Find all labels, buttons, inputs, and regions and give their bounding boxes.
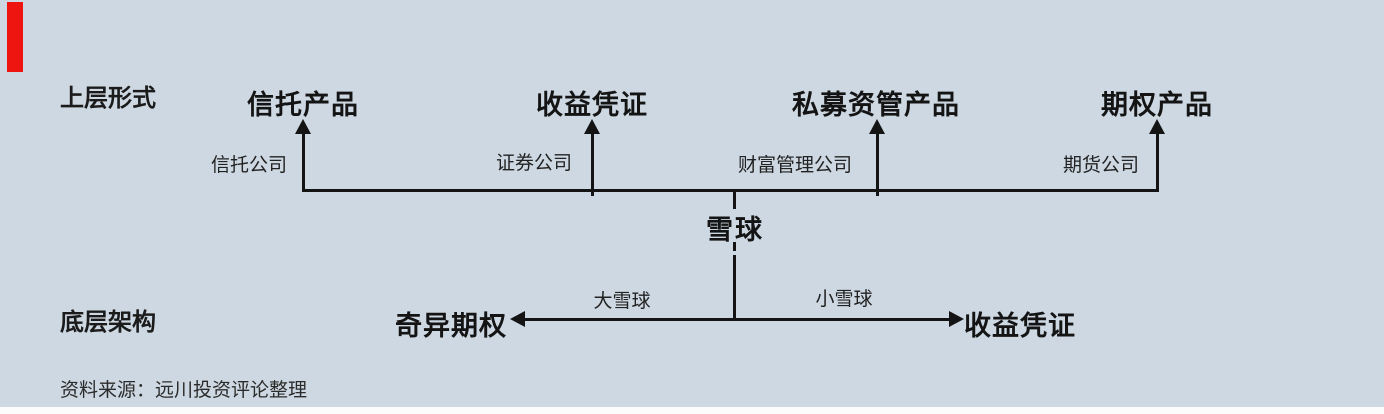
arrow-up-stem-private-asset-management (876, 134, 879, 196)
issuer-label-trust-company: 信托公司 (210, 155, 287, 176)
branch-label-small-snowball: 小雪球 (815, 289, 873, 310)
arrow-up-head-option-icon (1149, 119, 1165, 134)
bottom-layer-label: 底层架构 (60, 309, 156, 336)
center-node-label: 雪球 (706, 215, 764, 245)
center-stem-dash (733, 242, 736, 251)
branch-target-exotic-option: 奇异期权 (395, 311, 507, 341)
arrow-up-head-private-asset-management-icon (869, 119, 885, 134)
branch-target-income-certificate: 收益凭证 (964, 311, 1076, 341)
arrow-up-head-income-certificate-icon (584, 119, 600, 134)
arrow-right-head-icon (949, 311, 964, 327)
issuer-label-wealth-management-company: 财富管理公司 (737, 155, 852, 176)
center-stem-upper (733, 192, 736, 209)
product-title-income-certificate: 收益凭证 (536, 90, 648, 120)
red-accent-bar (7, 2, 23, 72)
product-title-trust: 信托产品 (247, 90, 359, 120)
top-layer-label: 上层形式 (60, 85, 156, 112)
arrow-up-stem-income-certificate (591, 134, 594, 196)
arrow-up-head-trust-icon (295, 119, 311, 134)
product-title-private-asset-management: 私募资管产品 (792, 90, 960, 120)
arrow-up-stem-option (1156, 134, 1159, 190)
top-connector-line (302, 189, 1159, 192)
arrow-up-stem-trust (302, 134, 305, 190)
product-title-option: 期权产品 (1101, 90, 1213, 120)
center-stem-lower (733, 255, 736, 319)
source-note: 资料来源：远川投资评论整理 (60, 380, 308, 401)
issuer-label-futures-company: 期货公司 (1062, 155, 1139, 176)
issuer-label-securities-company: 证券公司 (495, 153, 572, 174)
bottom-white-strip (0, 407, 1384, 414)
branch-label-big-snowball: 大雪球 (593, 291, 651, 312)
arrow-left-head-icon (510, 311, 525, 327)
bottom-connector-line (524, 318, 950, 321)
